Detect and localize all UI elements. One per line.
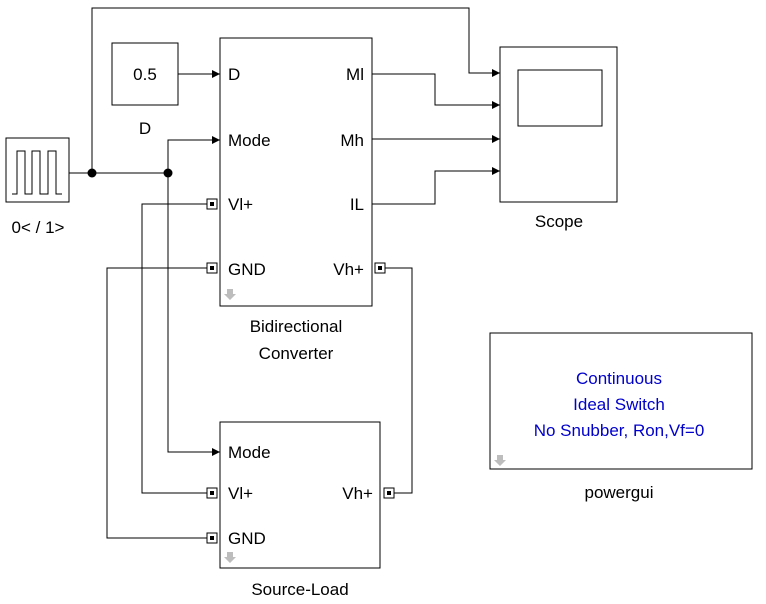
powergui-block[interactable]: Continuous Ideal Switch No Snubber, Ron,… xyxy=(489,332,753,470)
powergui-label: powergui xyxy=(585,483,654,502)
converter-port-ml: Ml xyxy=(346,65,364,84)
sourceload-port-vh: Vh+ xyxy=(342,484,373,503)
sourceload-label: Source-Load xyxy=(251,580,348,599)
powergui-line1: Continuous xyxy=(576,369,662,388)
powergui-line2: Ideal Switch xyxy=(573,395,665,414)
wire-pulse-to-converter-mode[interactable] xyxy=(167,136,220,173)
scope-label: Scope xyxy=(535,212,583,231)
converter-port-mh: Mh xyxy=(340,131,364,150)
wire-vl-connection[interactable] xyxy=(141,203,207,494)
junction-dot xyxy=(87,168,97,178)
converter-label-line1: Bidirectional xyxy=(250,317,343,336)
wire-pulse-to-scope[interactable] xyxy=(91,7,500,173)
converter-physical-ports xyxy=(206,198,386,274)
sourceload-physical-ports xyxy=(206,487,395,544)
converter-port-vh: Vh+ xyxy=(333,260,364,279)
constant-block[interactable]: 0.5 xyxy=(111,42,179,106)
wire-ml-to-scope[interactable] xyxy=(372,73,500,109)
sourceload-port-mode: Mode xyxy=(228,443,271,462)
sourceload-port-vl: Vl+ xyxy=(228,484,253,503)
converter-port-d: D xyxy=(228,65,240,84)
converter-port-vl: Vl+ xyxy=(228,195,253,214)
wire-pulse-to-sourceload-mode[interactable] xyxy=(167,173,220,456)
signal-lines xyxy=(69,7,500,539)
bidirectional-converter-block[interactable]: D Mode Vl+ GND Ml Mh IL Vh+ xyxy=(219,37,373,307)
mask-arrow-icon xyxy=(224,552,236,563)
wire-il-to-scope[interactable] xyxy=(372,167,500,205)
mask-arrow-icon xyxy=(494,455,506,466)
powergui-line3: No Snubber, Ron,Vf=0 xyxy=(534,421,705,440)
pulse-generator-label: 0< / 1> xyxy=(12,218,65,237)
constant-value: 0.5 xyxy=(133,65,157,84)
wire-gnd-connection[interactable] xyxy=(106,267,207,539)
junction-dot xyxy=(163,168,173,178)
mask-arrow-icon xyxy=(224,289,236,300)
source-load-block[interactable]: Mode Vl+ GND Vh+ xyxy=(219,421,381,569)
converter-port-mode: Mode xyxy=(228,131,271,150)
converter-port-gnd: GND xyxy=(228,260,266,279)
sourceload-port-gnd: GND xyxy=(228,529,266,548)
pulse-generator-block[interactable] xyxy=(5,137,70,203)
wire-vh-connection[interactable] xyxy=(384,267,413,494)
scope-screen-icon xyxy=(517,69,603,127)
square-wave-icon xyxy=(12,150,62,195)
converter-label-line2: Converter xyxy=(259,344,334,363)
constant-label: D xyxy=(139,119,151,138)
scope-block[interactable] xyxy=(499,46,618,203)
converter-port-il: IL xyxy=(350,195,364,214)
